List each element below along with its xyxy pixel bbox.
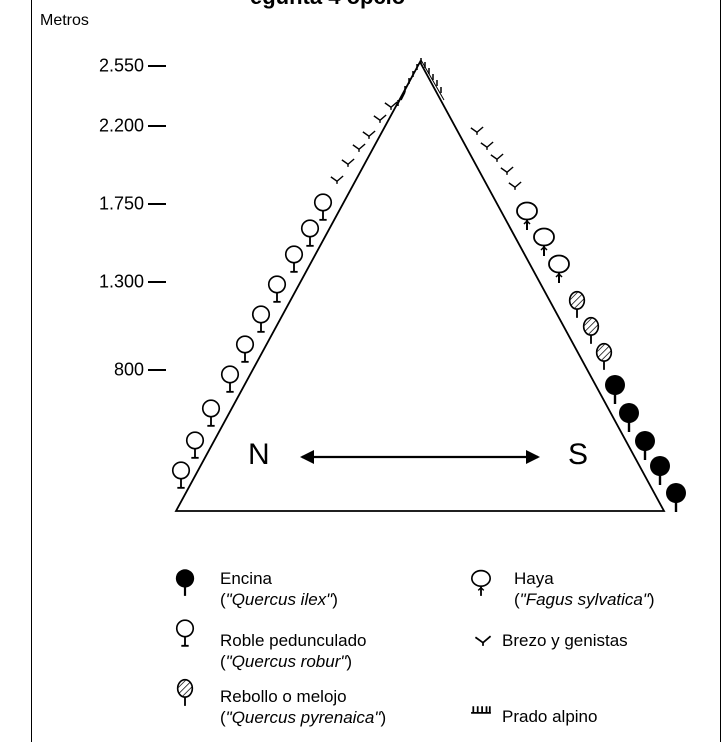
legend-name: Encina: [220, 569, 272, 588]
legend-scientific-name: "Quercus robur": [225, 652, 347, 671]
y-tick-label: 1.300: [98, 271, 144, 292]
alpine-meadow-icon: [470, 703, 492, 714]
figure-frame: [31, 0, 721, 742]
y-tick-mark: [148, 203, 166, 205]
north-label: N: [248, 438, 270, 471]
legend-item-roble: Roble pedunculado ("Quercus robur"): [220, 631, 367, 671]
y-tick-mark: [148, 65, 166, 67]
y-tick-mark: [148, 369, 166, 371]
south-beech-band: [516, 201, 570, 284]
legend-item-prado: Prado alpino: [502, 707, 598, 726]
legend-item-brezo: Brezo y genistas: [502, 631, 628, 650]
south-label: S: [568, 438, 589, 471]
legend-scientific-name: "Quercus ilex": [225, 590, 333, 609]
legend-item-haya: Haya ("Fagus sylvatica"): [514, 569, 655, 609]
south-holm-oak-band: [603, 374, 688, 514]
mountain-outline: [174, 60, 666, 512]
figure-title: egunta 4 opcio: [250, 0, 405, 10]
legend-scientific-name: "Quercus pyrenaica": [225, 708, 381, 727]
y-axis-unit-label: Metros: [40, 12, 89, 29]
y-tick-mark: [148, 125, 166, 127]
legend-item-encina: Encina ("Quercus ilex"): [220, 569, 338, 609]
legend-item-rebollo: Rebollo o melojo ("Quercus pyrenaica"): [220, 687, 387, 727]
north-south-arrow: [300, 450, 540, 464]
y-tick-label: 2.200: [98, 115, 144, 136]
beech-icon: [470, 568, 492, 598]
pedunculate-oak-icon: [174, 618, 196, 648]
legend-name: Roble pedunculado: [220, 631, 367, 650]
y-tick-label: 800: [113, 359, 144, 380]
y-tick-label: 1.750: [98, 193, 144, 214]
south-heather-band: [470, 126, 522, 191]
legend-scientific-name: "Fagus sylvatica": [519, 590, 649, 609]
y-tick-mark: [148, 281, 166, 283]
legend-name: Rebollo o melojo: [220, 687, 347, 706]
evergreen-oak-icon: [174, 568, 196, 598]
south-pyrenean-oak-band: [568, 290, 613, 371]
legend-name: Haya: [514, 569, 554, 588]
heather-icon: [474, 634, 492, 647]
alpine-meadow-band: [397, 58, 445, 106]
y-tick-label: 2.550: [98, 55, 144, 76]
pyrenean-oak-icon: [174, 678, 196, 708]
north-heather-band: [330, 101, 398, 185]
